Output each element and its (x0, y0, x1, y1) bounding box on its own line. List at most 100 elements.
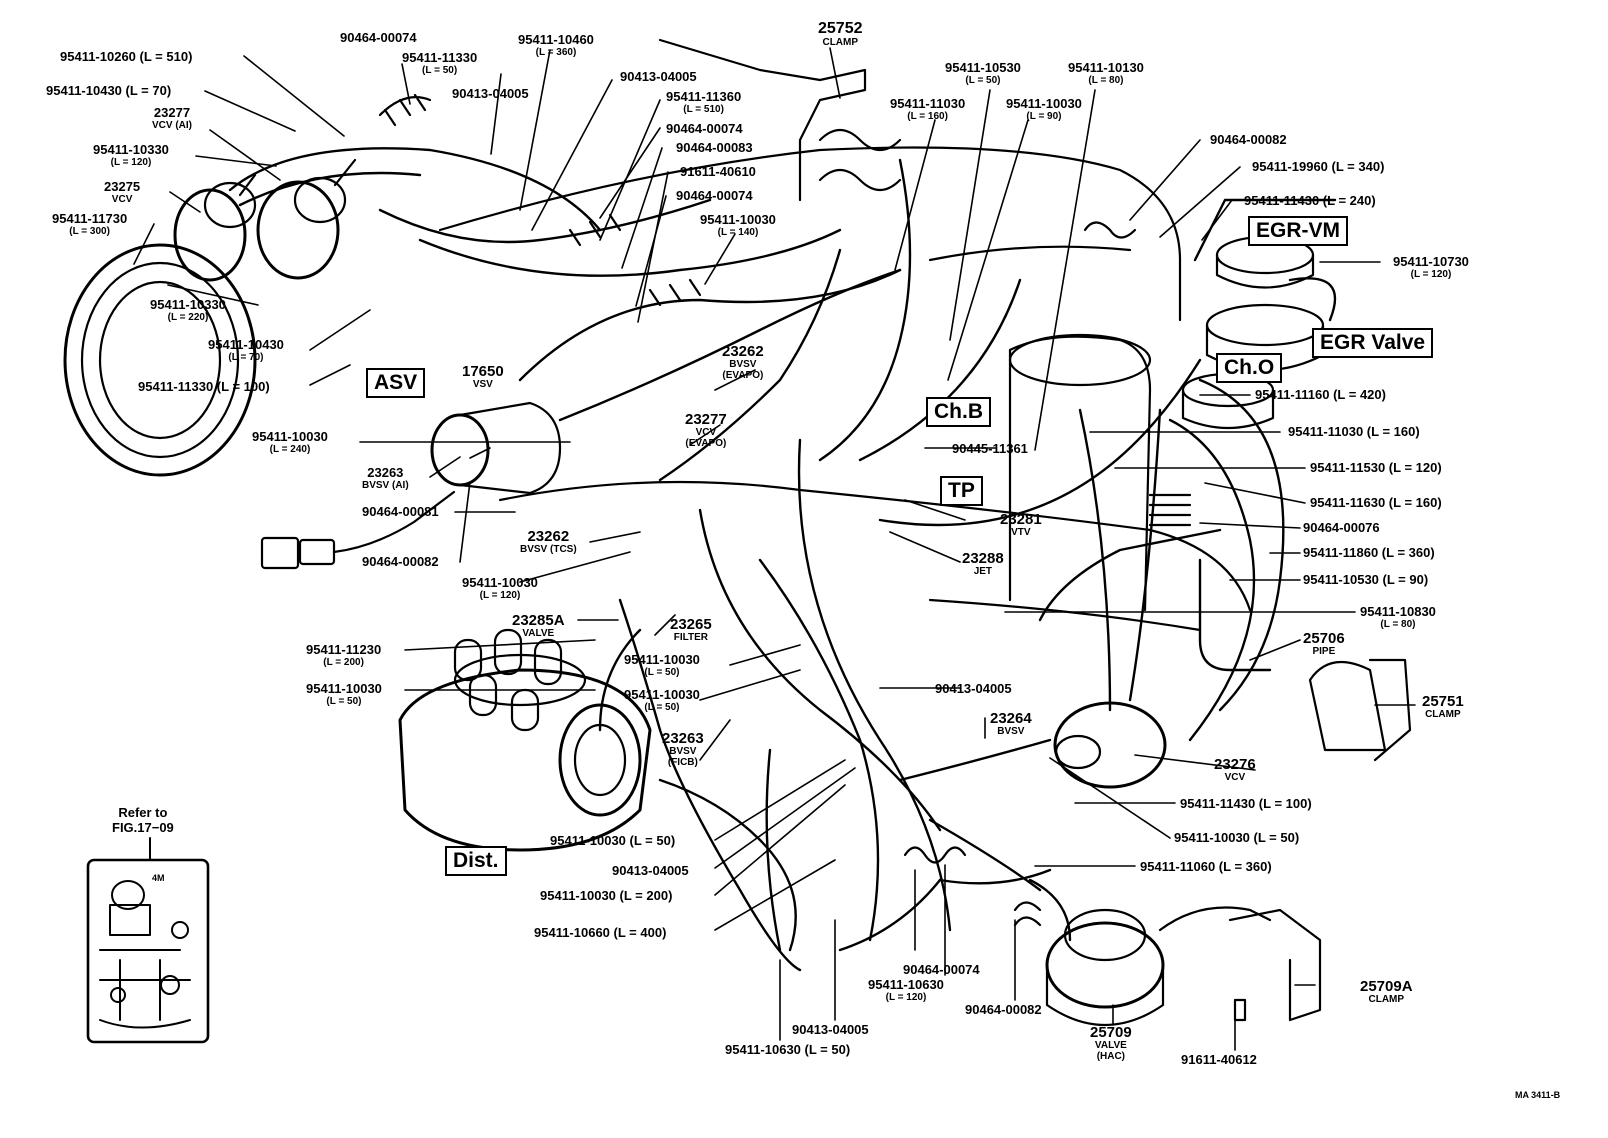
ch-b-box: Ch.B (926, 397, 991, 427)
part-number: 23285A (512, 612, 565, 629)
callout-l35: 95411-11030 (L = 160) (1288, 425, 1420, 439)
callout-l22: 91611-40610 (680, 165, 756, 179)
part-desc: (L = 50) (326, 696, 362, 707)
part-number: 95411-10030 (306, 681, 382, 696)
callout-l27: 95411-10130(L = 80) (1068, 61, 1144, 87)
egr-assembly (1181, 235, 1325, 430)
part-number: 90413-04005 (612, 863, 689, 878)
callout-l24: 95411-10030(L = 140) (700, 213, 776, 239)
callout-l64: 95411-10030(L = 50) (306, 681, 382, 708)
callout-l23: 90464-00074 (676, 189, 753, 203)
part-desc: BVSV (TCS) (520, 544, 577, 555)
part-number: 90464-00082 (965, 1002, 1042, 1017)
callout-l47: 95411-11060 (L = 360) (1140, 860, 1272, 874)
air-cleaner (63, 243, 257, 477)
vsv-body (430, 401, 562, 495)
refer-note-line2: FIG.17−09 (112, 820, 174, 835)
part-desc: (L = 300) (69, 226, 110, 237)
part-number: 90464-00074 (666, 121, 743, 136)
part-number: 90464-00081 (362, 504, 439, 519)
part-number: 95411-10030 (L = 50) (550, 833, 676, 848)
part-number: 23263 (367, 465, 404, 480)
part-desc: (L = 200) (323, 657, 364, 668)
part-desc: (L = 140) (717, 227, 759, 238)
part-desc: (L = 50) (965, 75, 1001, 86)
engine-block-outline (438, 146, 1252, 632)
callout-l62: 95411-10030(L = 50) (624, 652, 700, 679)
part-number: 95411-11030 (890, 96, 966, 111)
callout-l4: 95411-10330(L = 120) (93, 143, 169, 169)
refer-note: Refer to FIG.17−09 (112, 805, 174, 835)
callout-l29: 95411-10030(L = 90) (1006, 97, 1082, 123)
part-number: 90464-00074 (340, 30, 417, 45)
callout-l13: 90464-00082 (362, 555, 439, 569)
part-desc: (L = 510) (683, 104, 724, 115)
callout-l54: 90413-04005 (792, 1023, 869, 1037)
callout-l20: 90464-00074 (666, 122, 743, 136)
callout-l34: 95411-11160 (L = 420) (1255, 388, 1386, 402)
part-desc: CLAMP (1425, 709, 1461, 720)
part-desc: (L = 360) (535, 47, 577, 58)
part-number: 17650 (462, 363, 504, 380)
callout-l40: 95411-10530 (L = 90) (1303, 573, 1428, 587)
callout-l52: 95411-10630(L = 120) (868, 978, 944, 1004)
callout-l75: 90413-04005 (935, 682, 1012, 696)
callout-l8: 95411-10430(L = 70) (208, 337, 284, 364)
part-number: 90413-04005 (792, 1022, 869, 1037)
callout-l31: 95411-19960 (L = 340) (1252, 160, 1384, 174)
part-desc: VCV (111, 194, 133, 205)
callout-l14: 90464-00074 (340, 31, 417, 45)
part-desc: (L = 80) (1380, 619, 1416, 630)
part-number: 25752 (818, 20, 863, 37)
hac-valve (1045, 906, 1272, 1027)
part-number: 90464-00074 (903, 962, 980, 977)
callout-l21: 90464-00083 (676, 141, 753, 155)
part-number: 95411-11630 (L = 160) (1310, 495, 1442, 510)
ch-o-box: Ch.O (1216, 353, 1283, 383)
part-number: 95411-10030 (624, 652, 700, 667)
part-desc: (L = 120) (1410, 269, 1452, 280)
part-number: 95411-11860 (L = 360) (1303, 545, 1435, 560)
part-number: 95411-11360 (666, 89, 742, 104)
clamps (658, 38, 1412, 1022)
part-number: 95411-19960 (L = 340) (1252, 159, 1385, 174)
callout-l72: 90445-11361 (952, 442, 1028, 456)
part-number: 95411-11330 (402, 50, 478, 65)
part-desc: (L = 240) (269, 444, 311, 455)
asv-box: ASV (366, 368, 426, 398)
part-number: 95411-11230 (306, 642, 382, 657)
callout-l36: 95411-11530 (L = 120) (1310, 461, 1442, 475)
part-number: 95411-11160 (L = 420) (1255, 387, 1386, 402)
callout-l2: 95411-10430 (L = 70) (46, 84, 171, 98)
callout-l58: 90413-04005 (612, 864, 689, 878)
part-desc: (L = 80) (1088, 75, 1124, 86)
part-desc: (L = 50) (422, 65, 458, 76)
part-desc-2: (EVAPO) (685, 438, 727, 449)
part-number: 95411-10030 (462, 575, 538, 590)
part-number: 95411-10530 (L = 90) (1303, 572, 1429, 587)
part-number: 90413-04005 (620, 69, 697, 84)
callout-l18: 90413-04005 (620, 70, 697, 84)
callout-l51: 90464-00082 (965, 1003, 1042, 1017)
part-desc: VCV (1224, 772, 1246, 783)
part-number: 23263 (662, 730, 704, 747)
callout-l45: 95411-11430 (L = 100) (1180, 797, 1312, 811)
part-number: 25709 (1090, 1024, 1132, 1041)
hose-clips (378, 93, 1247, 1022)
part-number: 95411-10430 (208, 337, 284, 352)
part-number: 90413-04005 (452, 86, 529, 101)
part-number: 95411-11430 (L = 100) (1180, 796, 1312, 811)
callout-l59: 95411-10030 (L = 50) (550, 834, 675, 848)
part-number: 25706 (1303, 630, 1345, 647)
part-number: 95411-10530 (945, 60, 1021, 75)
